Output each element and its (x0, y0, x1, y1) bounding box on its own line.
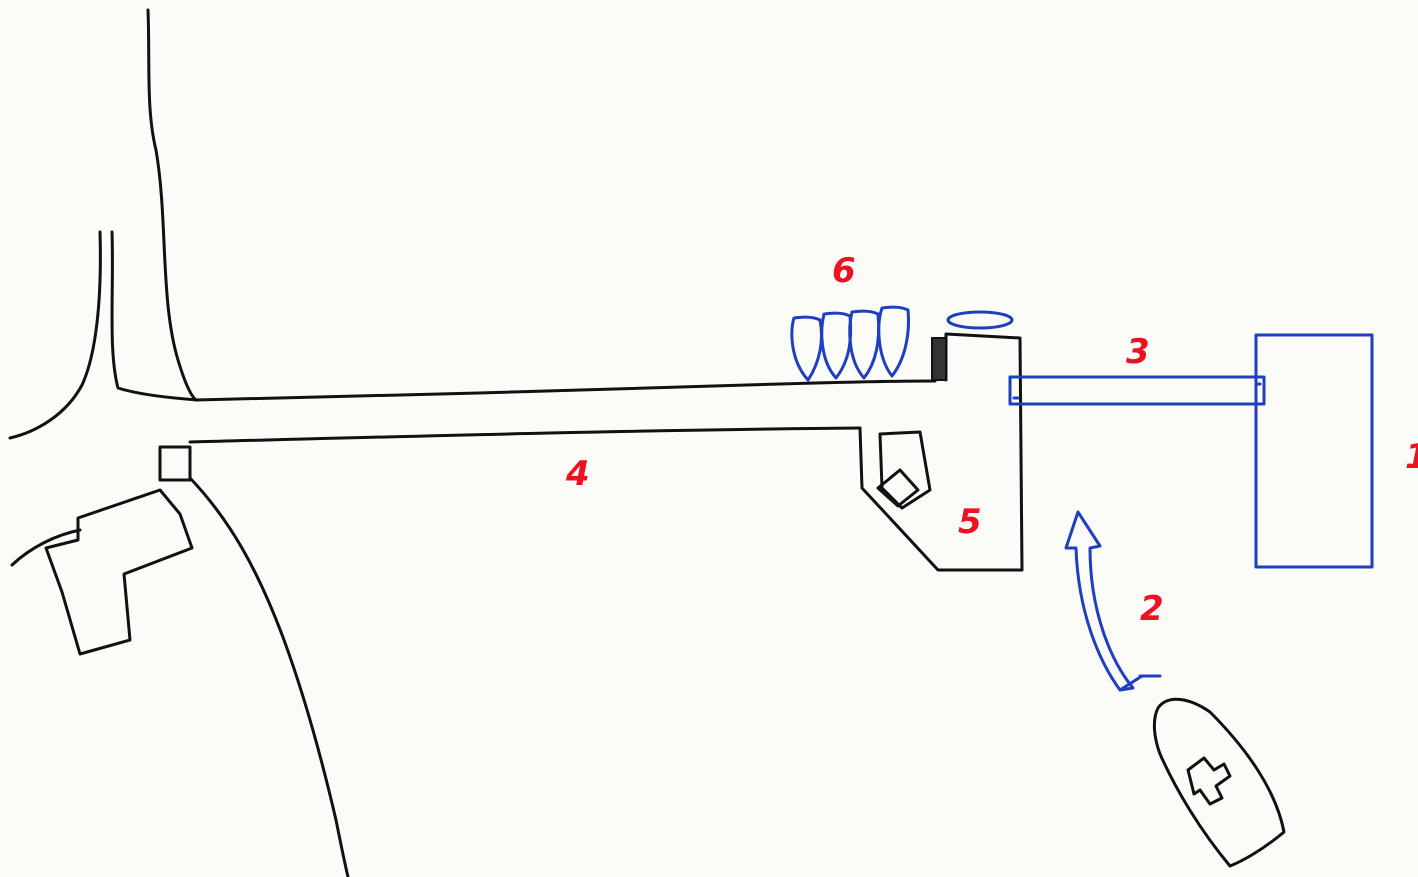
jetty (158, 379, 937, 482)
steps (931, 337, 947, 381)
label-4: 4 (565, 454, 590, 494)
label-6: 6 (832, 251, 856, 291)
boat-console (1186, 756, 1232, 806)
road-edge-north (146, 8, 198, 402)
jetty-north-edge (194, 379, 937, 402)
boat-hull (1152, 697, 1286, 868)
road-edge-south (188, 476, 350, 877)
jetty-south-edge (188, 426, 862, 444)
pontoon (1254, 333, 1374, 569)
shoreline (8, 8, 350, 877)
dinghy-3 (848, 309, 881, 380)
number-labels: 6 3 4 5 2 1 (565, 251, 1418, 629)
crane-box (876, 468, 920, 508)
lane-left-edge (8, 230, 102, 440)
lane-right-edge (110, 230, 200, 402)
label-3: 3 (1126, 332, 1150, 372)
motor-boat (1152, 697, 1286, 868)
pier-head-outline (858, 332, 1024, 572)
bollard (158, 445, 192, 482)
dinghy-5 (946, 310, 1014, 330)
dinghy-1 (790, 315, 823, 382)
label-2: 2 (1140, 589, 1164, 629)
dinghy-2 (820, 311, 853, 380)
label-5: 5 (958, 502, 982, 542)
crane-base (878, 430, 932, 510)
shore-building (44, 488, 194, 656)
approach-arrow (1064, 510, 1162, 692)
shore-west (10, 528, 82, 567)
dinghy-4 (877, 305, 910, 378)
dinghies (790, 305, 1014, 382)
pontoon-outline (1254, 333, 1374, 569)
gangway-deck (1008, 375, 1266, 406)
pier-head (858, 332, 1024, 572)
label-1: 1 (1405, 437, 1418, 477)
gangway (1008, 375, 1266, 406)
